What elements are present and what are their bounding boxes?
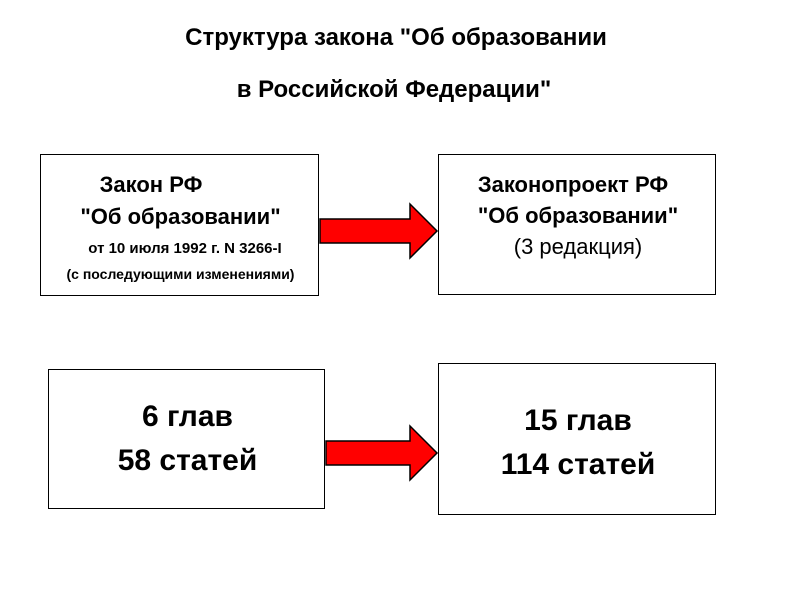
draft-law-edition: (3 редакция) [513, 234, 643, 259]
current-law-name: Закон РФ [99, 172, 203, 197]
draft-law-articles: 114 статей [500, 448, 656, 481]
current-law-date: от 10 июля 1992 г. N 3266-I [88, 240, 282, 257]
current-law-stats-box: 6 глав 58 статей [48, 369, 325, 509]
draft-law-title: "Об образовании" [477, 203, 679, 228]
current-law-articles: 58 статей [117, 444, 258, 477]
current-law-chapters: 6 глав [142, 400, 233, 433]
draft-law-stats-box: 15 глав 114 статей [438, 363, 716, 515]
draft-law-box: Законопроект РФ "Об образовании" (3 реда… [438, 154, 716, 295]
arrow-right-icon [319, 202, 439, 260]
current-law-title: "Об образовании" [80, 204, 281, 229]
arrow-right-icon [325, 424, 439, 482]
current-law-note: (с последующими изменениями) [66, 266, 295, 282]
current-law-box: Закон РФ "Об образовании" от 10 июля 199… [40, 154, 319, 296]
page-title-line-2: в Российской Федерации" [236, 76, 552, 103]
draft-law-chapters: 15 глав [524, 404, 632, 437]
draft-law-name: Законопроект РФ [477, 172, 669, 197]
page-title-line-1: Структура закона "Об образовании [185, 24, 607, 51]
